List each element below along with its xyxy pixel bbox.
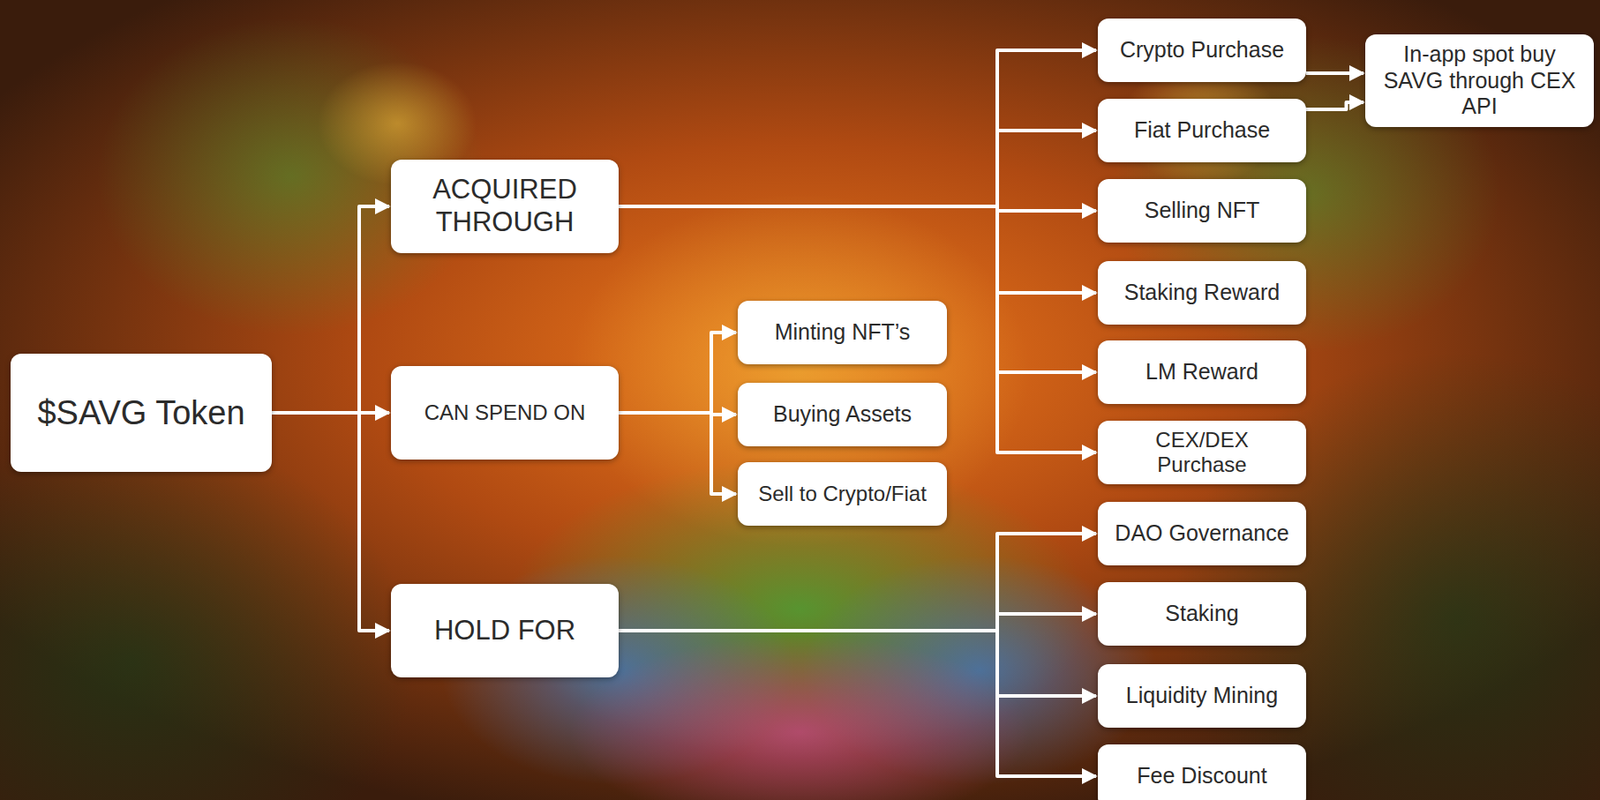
hold-box: Fee Discount	[1097, 744, 1307, 800]
box-label: Fee Discount	[1136, 763, 1267, 790]
arrow-connector	[618, 206, 1097, 453]
box-label: Minting NFT’s	[774, 319, 911, 346]
box-label: In-app spot buy SAVG through CEX API	[1375, 41, 1584, 121]
token-box: $SAVG Token	[10, 353, 272, 473]
arrow-connector	[271, 413, 390, 631]
arrow-connector	[618, 614, 1097, 631]
box-label: Sell to Crypto/Fiat	[758, 481, 927, 507]
box-label: Buying Assets	[773, 401, 912, 429]
arrow-connector	[618, 332, 737, 414]
arrow-connector	[1306, 71, 1364, 76]
box-label: $SAVG Token	[37, 393, 245, 434]
arrow-connector	[271, 206, 390, 414]
arrow-connector	[618, 630, 1097, 697]
box-label: Staking	[1164, 600, 1239, 628]
arrow-connector	[618, 413, 737, 495]
acquire-box: LM Reward	[1097, 340, 1307, 405]
arrow-connector	[618, 130, 1097, 207]
spend-box: Minting NFT’s	[737, 300, 947, 365]
arrow-connector	[618, 50, 1097, 207]
category-box: HOLD FOR	[390, 584, 619, 678]
box-label: Fiat Purchase	[1134, 117, 1270, 144]
arrow-connector	[618, 206, 1097, 373]
box-label: HOLD FOR	[434, 615, 576, 648]
box-label: Selling NFT	[1144, 197, 1261, 225]
box-label: Liquidity Mining	[1126, 683, 1278, 710]
box-label: Crypto Purchase	[1119, 37, 1285, 64]
spend-box: Buying Assets	[737, 383, 947, 447]
category-box: ACQUIRED THROUGH	[390, 159, 619, 254]
acquire-box: Crypto Purchase	[1097, 18, 1307, 83]
hold-box: Liquidity Mining	[1097, 664, 1307, 729]
box-label: Staking Reward	[1124, 279, 1280, 307]
arrow-connector	[1306, 102, 1364, 110]
acquire-box: Fiat Purchase	[1097, 98, 1307, 163]
category-box: CAN SPEND ON	[390, 366, 619, 460]
box-label: DAO Governance	[1114, 520, 1289, 548]
acquire-box: CEX/DEX Purchase	[1097, 420, 1307, 485]
acquire-box: Selling NFT	[1097, 179, 1307, 243]
box-label: CAN SPEND ON	[424, 400, 586, 426]
box-label: CEX/DEX Purchase	[1108, 428, 1296, 479]
hold-box: Staking	[1097, 582, 1307, 647]
box-label: LM Reward	[1145, 359, 1259, 386]
spend-box: Sell to Crypto/Fiat	[737, 462, 947, 526]
box-label: ACQUIRED THROUGH	[401, 173, 609, 239]
hold-box: DAO Governance	[1097, 502, 1307, 566]
arrow-connector	[618, 630, 1097, 777]
acquire-box: Staking Reward	[1097, 261, 1307, 325]
detail-box: In-app spot buy SAVG through CEX API	[1365, 34, 1594, 128]
arrow-connector	[618, 206, 1097, 293]
arrow-connector	[618, 533, 1097, 631]
